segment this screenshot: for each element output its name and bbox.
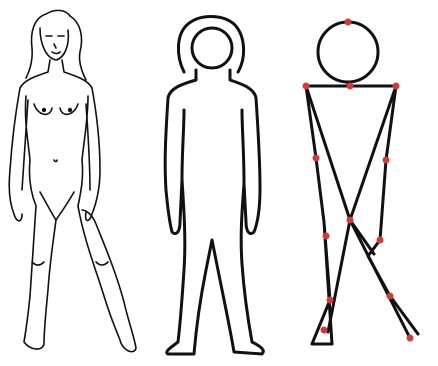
stick-figure-skeleton-icon bbox=[306, 22, 418, 344]
human-silhouette-outline-icon bbox=[165, 17, 263, 355]
joint-head-top bbox=[345, 19, 352, 26]
joint-pelvis bbox=[347, 217, 354, 224]
joint-left-elbow bbox=[313, 155, 320, 162]
joint-neck bbox=[347, 83, 354, 90]
stick-head bbox=[318, 22, 378, 82]
human-figure-line-drawing-icon bbox=[9, 10, 136, 351]
joint-right-elbow bbox=[383, 157, 390, 164]
joint-left-shoulder bbox=[303, 83, 310, 90]
joint-left-wrist bbox=[323, 233, 330, 240]
joint-left-ankle bbox=[321, 327, 328, 334]
joint-left-knee bbox=[327, 297, 334, 304]
joint-right-ankle bbox=[407, 335, 414, 342]
joint-right-wrist bbox=[377, 237, 384, 244]
joint-right-shoulder bbox=[393, 83, 400, 90]
joint-right-knee bbox=[387, 293, 394, 300]
